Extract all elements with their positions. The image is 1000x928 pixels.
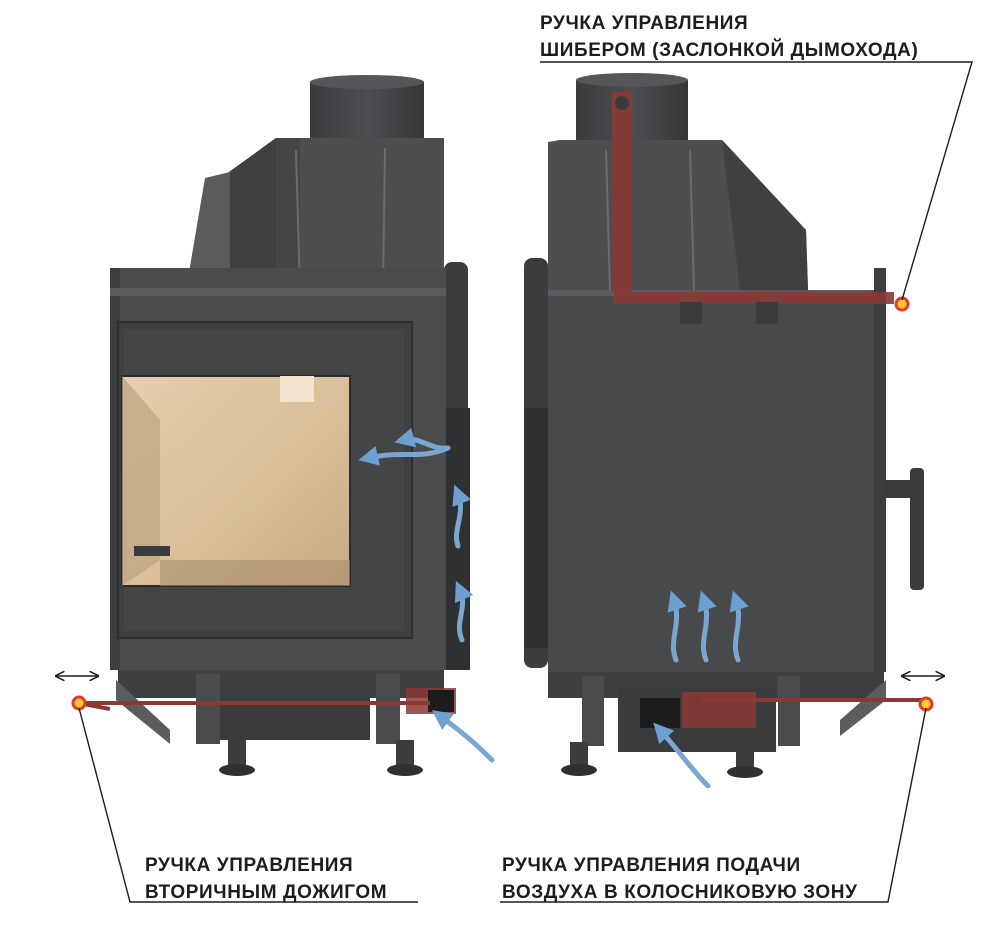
air-flow-arrows-rear xyxy=(653,590,749,789)
damper-label-line1: РУЧКА УПРАВЛЕНИЯ xyxy=(540,13,749,34)
primary-label-line2: ВОЗДУХА В КОЛОСНИКОВУЮ ЗОНУ xyxy=(502,882,858,903)
leader-lines xyxy=(78,61,973,903)
secondary-air-handle-label: РУЧКА УПРАВЛЕНИЯ ВТОРИЧНЫМ ДОЖИГОМ xyxy=(145,852,387,906)
damper-label-line2: ШИБЕРОМ (ЗАСЛОНКОЙ ДЫМОХОДА) xyxy=(540,40,919,61)
front-view-unit xyxy=(77,75,495,776)
primary-label-line1: РУЧКА УПРАВЛЕНИЯ ПОДАЧИ xyxy=(502,855,801,876)
feet xyxy=(219,740,423,776)
door-handle xyxy=(884,468,924,590)
firebox-body-rear xyxy=(548,290,884,672)
damper-rod xyxy=(612,92,894,324)
air-flow-arrows-front xyxy=(358,427,495,763)
secondary-label-line1: РУЧКА УПРАВЛЕНИЯ xyxy=(145,855,354,876)
rear-view-unit xyxy=(524,73,926,789)
flue-pipe xyxy=(310,75,424,140)
damper-handle-label: РУЧКА УПРАВЛЕНИЯ ШИБЕРОМ (ЗАСЛОНКОЙ ДЫМО… xyxy=(540,10,918,64)
secondary-label-line2: ВТОРИЧНЫМ ДОЖИГОМ xyxy=(145,882,388,903)
primary-air-handle-label: РУЧКА УПРАВЛЕНИЯ ПОДАЧИ ВОЗДУХА В КОЛОСН… xyxy=(502,852,858,906)
feet-rear xyxy=(561,742,763,778)
